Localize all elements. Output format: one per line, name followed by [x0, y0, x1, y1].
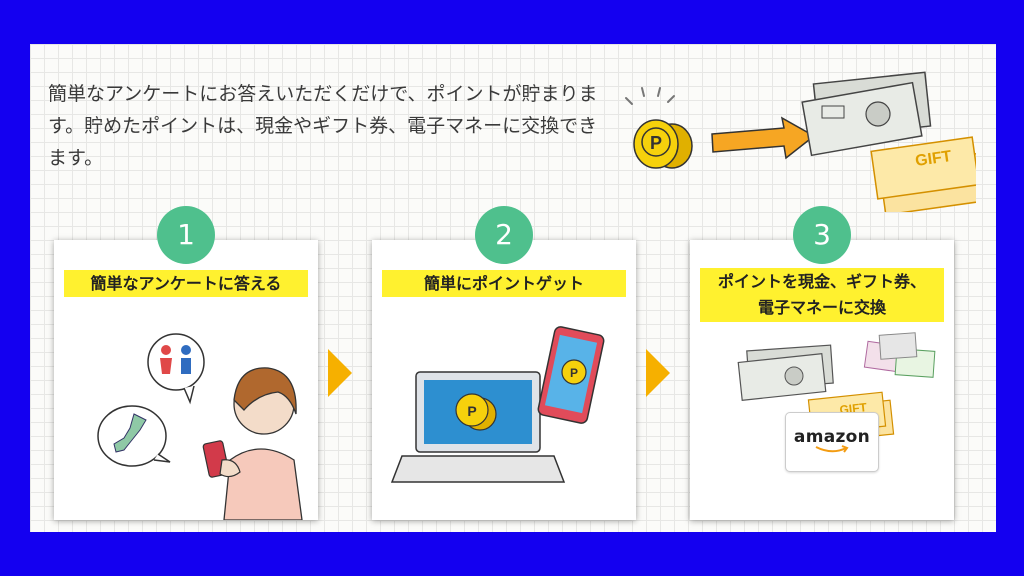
amazon-gift-card: amazon: [785, 412, 879, 472]
next-arrow-1: [328, 349, 352, 397]
bill-icon: [801, 71, 932, 157]
svg-text:P: P: [467, 403, 476, 419]
survey-illustration: [97, 333, 303, 520]
step-number-2: 2: [475, 206, 533, 264]
intro-text: 簡単なアンケートにお答えいただくだけで、ポイントが貯まります。貯めたポイントは、…: [48, 83, 598, 169]
step-number-3: 3: [793, 206, 851, 264]
hero-illustration: P GIFT: [625, 71, 976, 212]
amazon-smile-icon: [815, 445, 849, 453]
amazon-logo: amazon: [793, 427, 871, 447]
content-panel: 簡単なアンケートにお答えいただくだけで、ポイントが貯まります。貯めたポイントは、…: [30, 44, 996, 532]
step-label-3: ポイントを現金、ギフト券、 電子マネーに交換: [700, 268, 944, 322]
step-card-1: 1 簡単なアンケートに答える: [54, 206, 318, 520]
next-arrow-2: [646, 349, 670, 397]
arrow-icon: [711, 116, 816, 160]
gift-text: GIFT: [914, 148, 953, 170]
step-label-2: 簡単にポイントゲット: [382, 270, 626, 297]
sparkle-lines: [625, 87, 675, 105]
step-number-1: 1: [157, 206, 215, 264]
point-get-illustration: P P: [390, 326, 605, 483]
step-label-1: 簡単なアンケートに答える: [64, 270, 308, 297]
coin-stack-icon: P: [633, 119, 693, 169]
svg-text:P: P: [570, 366, 578, 380]
smartphone-icon: P: [537, 326, 605, 424]
e-money-cards-icon: [863, 332, 936, 378]
coin-letter: P: [650, 133, 662, 153]
step-card-3: 3 ポイントを現金、ギフト券、 電子マネーに交換 GIFT amazon: [690, 206, 954, 520]
woman-with-phone-illustration: [202, 367, 303, 520]
speech-bubble-map-icon: [97, 405, 171, 467]
speech-bubble-people-icon: [147, 333, 205, 405]
laptop-icon: P: [390, 371, 566, 483]
gift-card-icon: GIFT: [870, 136, 976, 212]
step-card-2: 2 簡単にポイントゲット P P: [372, 206, 636, 520]
bill-icon: [737, 344, 834, 401]
